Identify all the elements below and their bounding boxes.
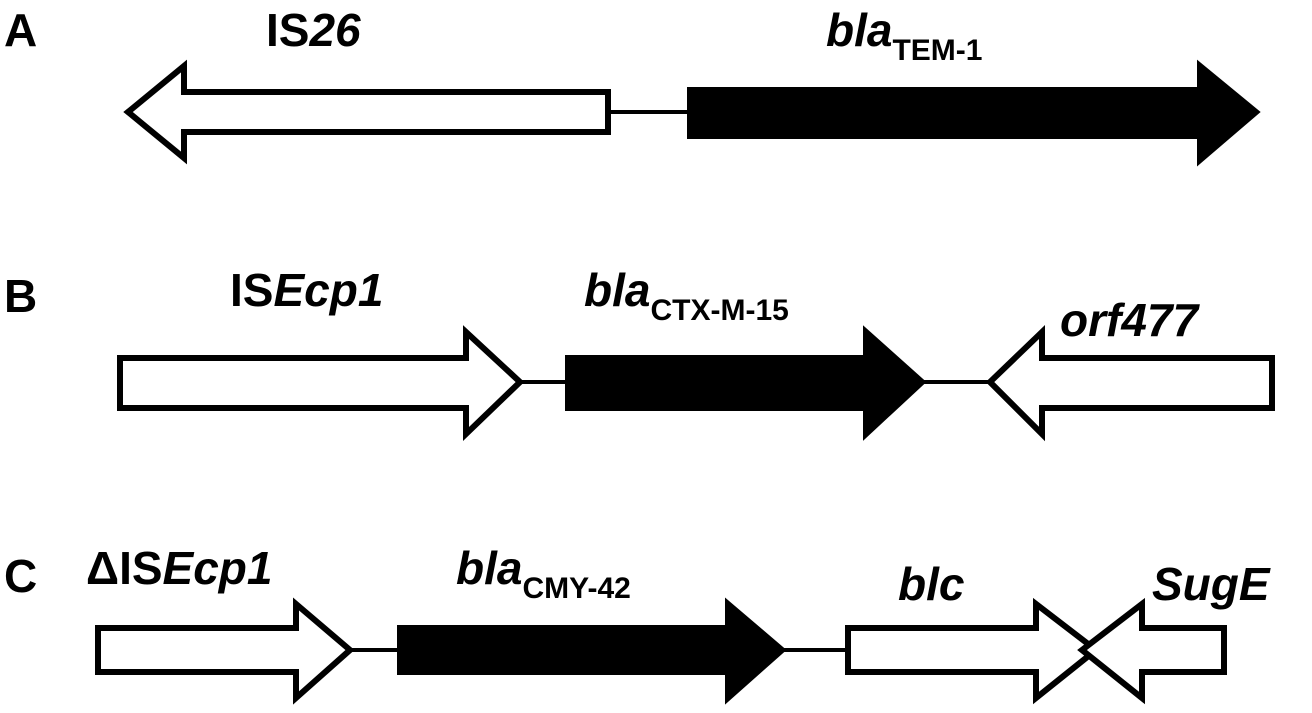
gene-arrow-is26 (123, 59, 611, 165)
gene-arrow-blc (845, 597, 1101, 705)
gene-label-bla-ctx-m-15: blaCTX-M-15 (584, 264, 789, 327)
panel-b-letter: B (4, 270, 37, 322)
gene-label-is26: IS26 (266, 4, 361, 56)
gene-arrow-bla-cmy-42 (397, 597, 787, 705)
panel-a-letter: A (4, 4, 37, 56)
gene-label-bla-tem-1: blaTEM-1 (826, 4, 982, 67)
gene-label-blc: blc (898, 558, 964, 610)
panel-c: C ΔISEcp1 blaCMY-42 blc SugE (4, 542, 1271, 705)
gene-label-orf477: orf477 (1060, 294, 1200, 346)
gene-label-bla-cmy-42: blaCMY-42 (456, 542, 631, 605)
gene-label-isecp1: ISEcp1 (230, 264, 383, 316)
panel-a: A IS26 blaTEM-1 (4, 4, 1261, 167)
gene-arrow-bla-tem-1 (687, 59, 1261, 167)
panel-b: B ISEcp1 blaCTX-M-15 orf477 (4, 264, 1275, 442)
gene-label-suge: SugE (1152, 558, 1271, 610)
gene-arrow-suge (1077, 597, 1227, 705)
panel-c-letter: C (4, 550, 37, 602)
gene-label-delta-isecp1: ΔISEcp1 (86, 542, 272, 594)
gene-arrow-isecp1 (117, 325, 525, 442)
gene-arrow-bla-ctx-m-15 (565, 325, 927, 441)
gene-arrow-orf477 (985, 324, 1275, 442)
gene-arrow-delta-isecp1 (95, 597, 355, 705)
